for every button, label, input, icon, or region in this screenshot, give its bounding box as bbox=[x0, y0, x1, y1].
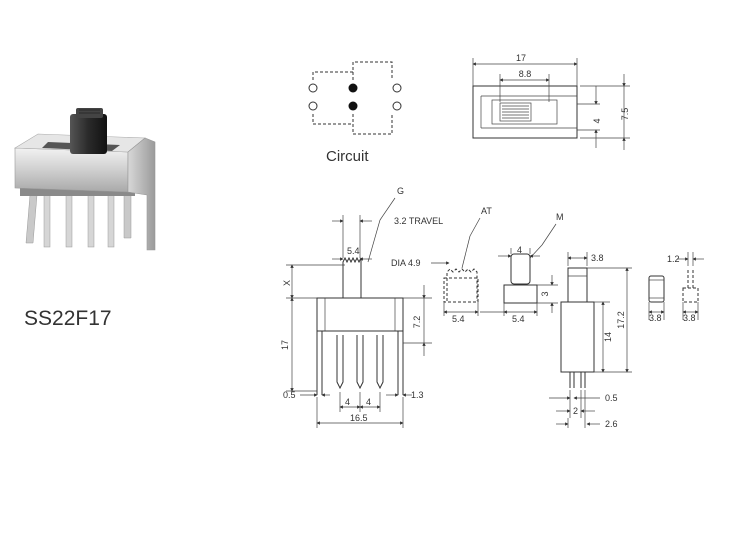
front-dim-leg-width: 0.5 bbox=[283, 390, 296, 400]
product-front-face bbox=[14, 147, 129, 193]
side-dim-pin-gap: 2 bbox=[573, 406, 578, 416]
circuit-contact bbox=[392, 83, 402, 93]
actuator-at-width: 5.4 bbox=[452, 314, 465, 324]
front-dim-knob-width: 5.4 bbox=[347, 246, 360, 256]
front-view: G 3.2 TRAVEL 5.4 X 17 7.2 0.5 bbox=[280, 186, 443, 428]
top-view-outline bbox=[472, 85, 578, 139]
front-pins bbox=[336, 335, 384, 390]
product-side-face bbox=[127, 137, 156, 251]
front-dim-pitch-1: 4 bbox=[345, 397, 350, 407]
front-knob bbox=[342, 256, 362, 298]
top-dim-width: 17 bbox=[516, 53, 526, 63]
circuit-contact bbox=[308, 83, 318, 93]
front-travel-label: 3.2 TRAVEL bbox=[394, 216, 443, 226]
actuator-at-label: AT bbox=[481, 206, 492, 216]
actuator-m-base bbox=[503, 284, 538, 304]
top-dim-knob-height: 4 bbox=[592, 118, 602, 123]
actuator-m-knob-width: 4 bbox=[517, 245, 522, 255]
product-slider-knob bbox=[70, 108, 107, 154]
actuator-at-knob bbox=[446, 268, 478, 301]
side-view: 3.8 14 17.2 0.5 2 2.6 bbox=[549, 252, 632, 429]
small-views: 1.2 3.8 3.8 bbox=[648, 252, 704, 323]
small-dim-a: 3.8 bbox=[649, 313, 662, 323]
side-body bbox=[560, 301, 595, 373]
front-body bbox=[316, 297, 404, 332]
actuator-m-view: M 4 3 5.4 bbox=[480, 212, 564, 324]
top-dim-slot: 8.8 bbox=[519, 69, 532, 79]
actuator-m-knob bbox=[510, 253, 531, 285]
product-photo: SS22F17 bbox=[13, 108, 156, 330]
front-dim-pitch-2: 4 bbox=[366, 397, 371, 407]
small-dim-b: 3.8 bbox=[683, 313, 696, 323]
circuit-common-contact bbox=[348, 83, 358, 93]
circuit-diagram: Circuit bbox=[308, 61, 402, 165]
actuator-m-base-width: 5.4 bbox=[512, 314, 525, 324]
front-dim-leg-thickness: 1.3 bbox=[411, 390, 424, 400]
top-view: 17 8.8 4 7.5 bbox=[472, 53, 630, 150]
circuit-common-contact bbox=[348, 101, 358, 111]
actuator-diameter-label: DIA 4.9 bbox=[391, 258, 421, 268]
front-dim-overall-width: 16.5 bbox=[350, 413, 368, 423]
small-knob-a bbox=[648, 275, 665, 303]
small-dim-pin: 1.2 bbox=[667, 254, 680, 264]
side-dim-body-height: 14 bbox=[603, 332, 613, 342]
circuit-contact bbox=[308, 101, 318, 111]
side-dim-overall-height: 17.2 bbox=[616, 311, 626, 329]
top-view-knob bbox=[499, 102, 532, 122]
front-label-g: G bbox=[397, 186, 404, 196]
actuator-at-view: AT DIA 4.9 5.4 bbox=[391, 206, 492, 324]
front-dim-height: 17 bbox=[280, 340, 290, 350]
top-dim-height: 7.5 bbox=[620, 108, 630, 121]
front-legs bbox=[316, 331, 404, 395]
side-pins bbox=[569, 372, 586, 388]
front-dim-x: X bbox=[282, 280, 292, 286]
product-pins bbox=[25, 189, 132, 248]
side-knob bbox=[567, 267, 588, 303]
side-dim-pin-span: 2.6 bbox=[605, 419, 618, 429]
side-dim-pin-width: 0.5 bbox=[605, 393, 618, 403]
actuator-m-knob-height: 3 bbox=[540, 291, 550, 296]
top-view-slot bbox=[491, 99, 558, 125]
small-knob-b bbox=[682, 287, 699, 303]
product-model-label: SS22F17 bbox=[24, 307, 112, 330]
side-dim-knob-width: 3.8 bbox=[591, 253, 604, 263]
circuit-contact bbox=[392, 101, 402, 111]
actuator-m-label: M bbox=[556, 212, 564, 222]
front-dim-body-height: 7.2 bbox=[412, 316, 422, 329]
circuit-label: Circuit bbox=[326, 148, 369, 165]
